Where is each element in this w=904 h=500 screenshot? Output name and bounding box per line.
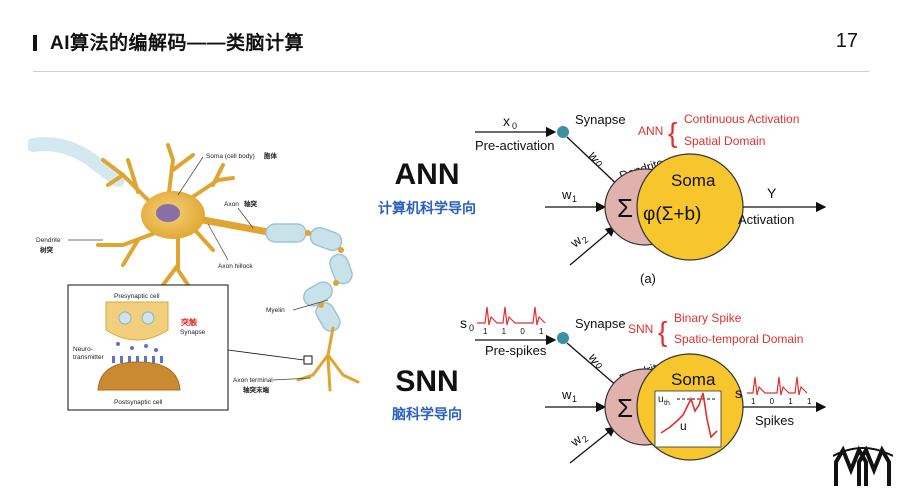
ann-title: ANN xyxy=(394,158,460,191)
snn-tag: SNN xyxy=(628,322,653,336)
snn-membrane-trace xyxy=(660,392,718,439)
presynaptic-label: Presynaptic cell xyxy=(114,293,160,300)
ann-x0: x xyxy=(503,113,510,129)
axon-label: Axon xyxy=(224,201,239,208)
soma-label: Soma (cell body) xyxy=(206,153,255,160)
ann-tag-brace: { xyxy=(668,117,677,148)
snn-soma-label: Soma xyxy=(671,370,716,389)
snn-uth-sub: th xyxy=(664,400,670,407)
snn-pre-spikes: Pre-spikes xyxy=(485,343,547,358)
snn-input-spikes xyxy=(477,306,546,326)
soma-label-cn: 胞体 xyxy=(263,151,278,160)
ann-activation: Activation xyxy=(738,212,794,227)
axon xyxy=(202,216,269,236)
ann-formula: φ(Σ+b) xyxy=(643,204,701,225)
snn-membrane-panel xyxy=(654,390,722,448)
snn-w2-sub: 2 xyxy=(580,434,590,445)
ann-tag-line2: Spatial Domain xyxy=(684,134,765,148)
snn-tag-line2: Spatio-temporal Domain xyxy=(674,332,803,346)
title-accent-bar xyxy=(33,35,37,51)
snn-spike-bits: 1 1 0 1 xyxy=(483,327,549,336)
myelin-label: Myelin xyxy=(266,307,285,314)
postsynaptic-terminal xyxy=(97,361,181,391)
snn-uth: u xyxy=(658,394,664,405)
ann-tag: ANN xyxy=(638,124,663,138)
neurotransmitter-label-1: Neuro- xyxy=(73,346,93,353)
snn-w0-sub: 0 xyxy=(593,361,604,370)
zoom-leader xyxy=(227,349,305,361)
label-leaders xyxy=(68,156,329,381)
synapse-inset: Presynaptic cell 突触 Synapse Neuro- trans… xyxy=(67,284,229,411)
neurotransmitter-label-2: transmitter xyxy=(73,354,105,361)
receptors xyxy=(112,356,163,363)
presynaptic-terminal xyxy=(105,301,169,341)
neurotransmitters xyxy=(116,342,158,352)
nodes-of-ranvier xyxy=(305,230,344,308)
snn-out-bits: 1 0 1 1 xyxy=(751,397,817,406)
vesicle xyxy=(141,311,155,325)
snn-w1-sub: 1 xyxy=(572,394,577,404)
snn-tag-line1: Binary Spike xyxy=(674,311,742,325)
corner-logo-icon xyxy=(833,445,893,486)
ann-synapse-dot xyxy=(557,126,569,138)
snn-output-spikes xyxy=(747,376,808,396)
snn-sum-symbol: Σ xyxy=(617,393,633,423)
neuron-illustration: Soma (cell body) 胞体 Axon 轴突 Dendrite 树突 … xyxy=(28,137,360,411)
slide-title: AI算法的编解码——类脑计算 xyxy=(50,33,305,54)
ann-y: Y xyxy=(767,185,777,201)
postsynaptic-label: Postsynaptic cell xyxy=(114,399,163,406)
snn-s: s xyxy=(735,385,742,401)
ann-sum-symbol: Σ xyxy=(617,193,633,223)
vesicle xyxy=(118,311,132,325)
synapse-label-cn: 突触 xyxy=(181,317,197,327)
snn-u: u xyxy=(680,419,687,433)
ann-caption: (a) xyxy=(640,271,656,286)
ann-soma-label: Soma xyxy=(671,171,716,190)
snn-diagram: s 0 1 1 0 1 Pre-spikes Synapse w 0 Dendr… xyxy=(460,306,827,464)
ann-tag-line1: Continuous Activation xyxy=(684,112,799,126)
snn-w2-arrow xyxy=(569,426,617,464)
ghost-axon xyxy=(28,137,125,187)
snn-synapse-label: Synapse xyxy=(575,316,626,331)
axon-label-cn: 轴突 xyxy=(244,199,258,208)
ann-w1-sub: 1 xyxy=(572,194,577,204)
snn-title: SNN xyxy=(395,365,459,398)
page-number: 17 xyxy=(835,30,858,52)
ann-w1: w xyxy=(561,187,572,202)
terminal-label-cn: 轴突末端 xyxy=(243,385,270,394)
snn-spikes-label: Spikes xyxy=(755,413,795,428)
ann-diagram: x 0 Pre-activation Synapse w 0 Dendrite … xyxy=(475,112,827,286)
snn-s0-sub: 0 xyxy=(469,323,474,333)
terminal-label: Axon terminal xyxy=(233,377,273,384)
dendrite-label: Dendrite xyxy=(36,237,61,244)
dendrite-branches xyxy=(96,143,235,287)
ann-w2-sub: 2 xyxy=(580,235,590,246)
snn-tag-brace: { xyxy=(658,316,667,347)
synapse-label: Synapse xyxy=(180,329,206,336)
snn-synapse-dot xyxy=(557,332,569,344)
axon-terminals xyxy=(296,326,360,392)
ann-subtitle: 计算机科学导向 xyxy=(378,200,476,216)
header-divider xyxy=(33,71,869,72)
zoom-box xyxy=(303,355,313,365)
hillock-label: Axon hillock xyxy=(218,263,253,270)
snn-subtitle: 脑科学导向 xyxy=(392,406,462,422)
nucleus xyxy=(156,204,180,222)
ann-pre-activation: Pre-activation xyxy=(475,138,554,153)
ann-x0-sub: 0 xyxy=(512,121,517,131)
myelin-sheaths xyxy=(265,223,353,332)
snn-w1: w xyxy=(561,387,572,402)
ann-w0-sub: 0 xyxy=(593,159,604,168)
snn-s0: s xyxy=(460,315,467,331)
ann-synapse-label: Synapse xyxy=(575,112,626,127)
dendrite-label-cn: 树突 xyxy=(40,245,54,254)
ann-w2-arrow xyxy=(569,226,616,266)
